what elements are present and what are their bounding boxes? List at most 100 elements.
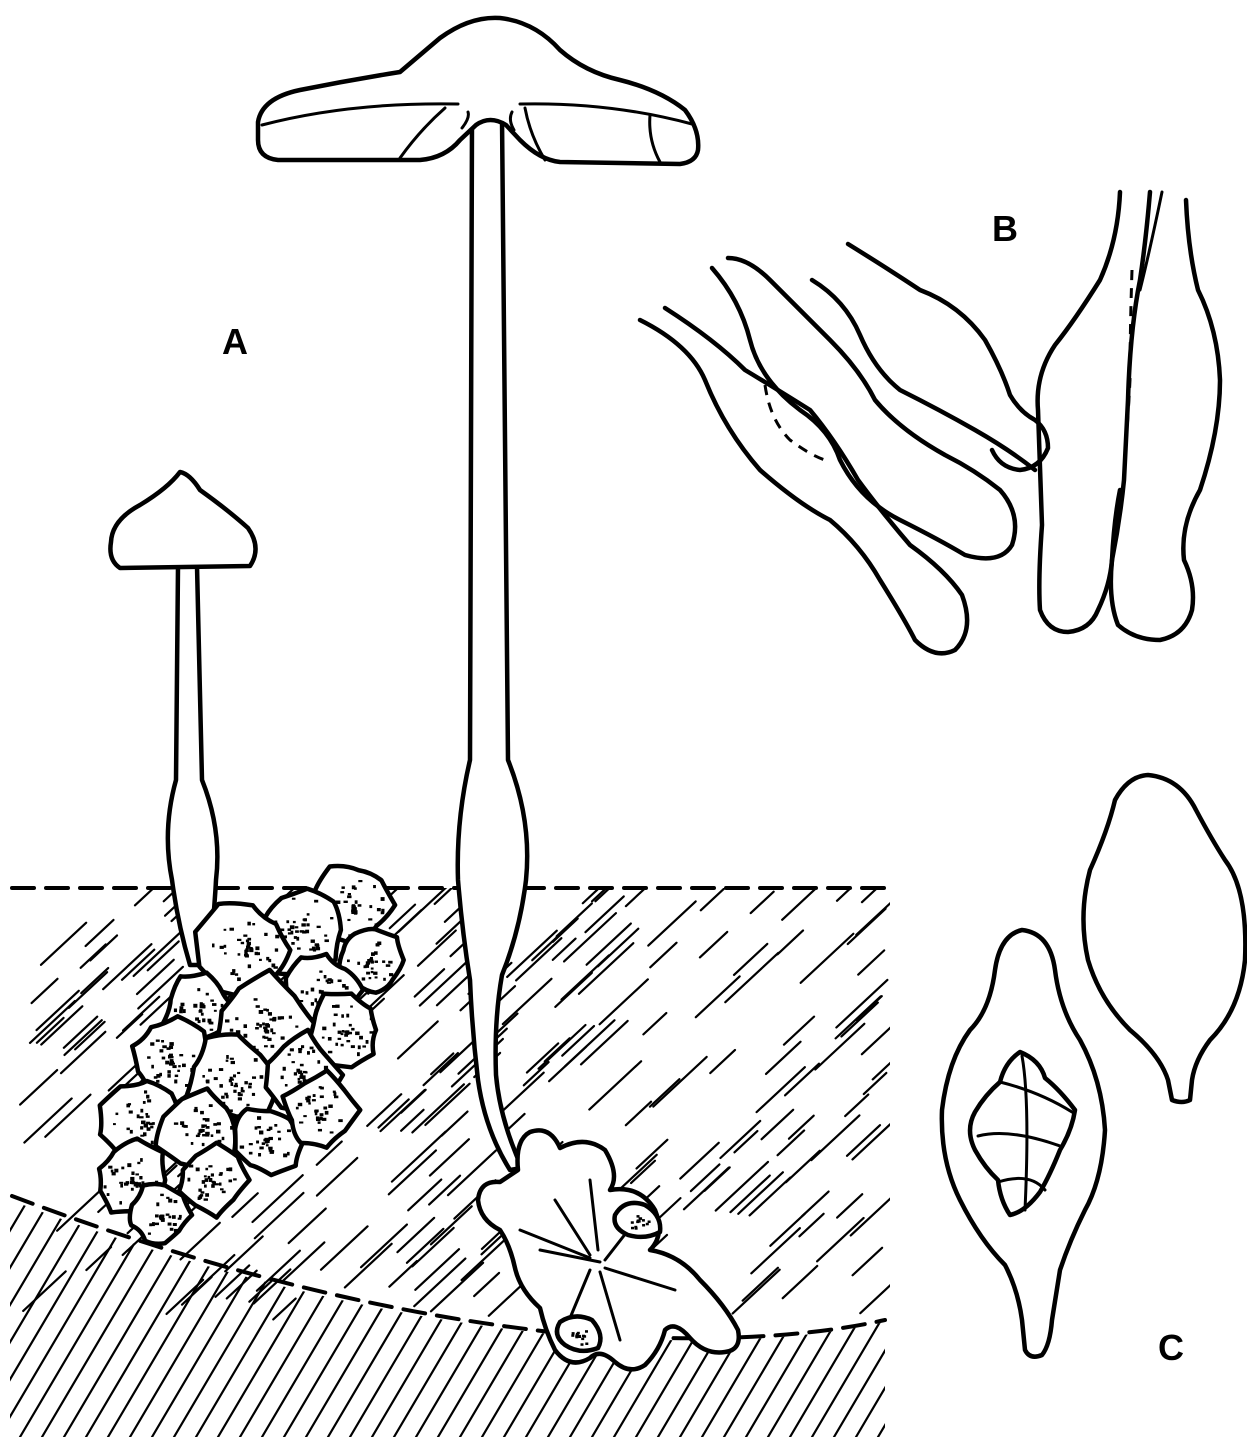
speckle-dot	[348, 1032, 352, 1035]
hatch-stroke	[425, 1084, 469, 1125]
speckle-dot	[215, 1183, 219, 1185]
speckle-dot	[201, 1013, 204, 1016]
hatch-stroke	[650, 1079, 680, 1107]
hatch-stroke	[137, 960, 174, 994]
hatch-stroke	[786, 1151, 820, 1182]
hatch-stroke	[837, 871, 869, 901]
hatch-stroke	[524, 1062, 549, 1085]
speckle-dot	[198, 1020, 201, 1023]
speckle-dot	[161, 1215, 165, 1217]
panel-a-habit-drawing: A	[0, 18, 1018, 1437]
speckle-dot	[267, 1038, 271, 1041]
speckle-dot	[303, 1115, 306, 1117]
speckle-dot	[131, 1172, 134, 1175]
speckle-dot	[370, 1018, 373, 1021]
speckle-dot	[212, 944, 215, 948]
speckle-dot	[230, 928, 234, 931]
speckle-dot	[202, 1018, 205, 1022]
speckle-dot	[107, 1193, 110, 1196]
speckle-dot	[259, 959, 262, 961]
speckle-dot	[311, 940, 315, 943]
speckle-dot	[638, 1220, 641, 1223]
speckle-dot	[113, 1123, 116, 1125]
speckle-dot	[226, 1095, 229, 1099]
speckle-dot	[154, 1076, 158, 1079]
hatch-stroke	[700, 932, 727, 957]
speckle-dot	[314, 900, 318, 903]
speckle-dot	[201, 1191, 205, 1193]
speckle-dot	[318, 1121, 321, 1123]
speckle-dot	[312, 1099, 316, 1101]
speckle-dot	[341, 1014, 344, 1017]
speckle-dot	[288, 1053, 291, 1055]
speckle-dot	[298, 1070, 302, 1074]
soil-stroke	[174, 1200, 314, 1437]
speckle-dot	[278, 1138, 281, 1141]
speckle-dot	[351, 1028, 354, 1031]
speckle-dot	[205, 1134, 209, 1137]
speckle-dot	[230, 1058, 234, 1060]
hatch-stroke	[148, 941, 179, 970]
speckle-dot	[313, 1094, 316, 1097]
hatch-stroke	[716, 1162, 768, 1211]
speckle-dot	[328, 978, 332, 981]
hatch-stroke	[799, 1214, 823, 1237]
speckle-dot	[266, 957, 269, 961]
speckle-dot	[230, 1126, 233, 1130]
speckle-dot	[169, 1062, 173, 1065]
speckle-dot	[241, 942, 244, 944]
hatch-stroke	[650, 943, 676, 968]
speckle-dot	[382, 960, 385, 963]
speckle-dot	[256, 1023, 259, 1026]
cystidium-outline	[1038, 192, 1120, 632]
speckle-dot	[169, 1216, 172, 1219]
hatch-stroke	[782, 879, 826, 920]
hatch-stroke	[401, 1110, 424, 1131]
speckle-dot	[167, 1074, 170, 1078]
speckle-dot	[255, 946, 259, 950]
speckle-dot	[224, 929, 227, 931]
speckle-dot	[577, 1332, 580, 1335]
speckle-dot	[318, 1129, 322, 1132]
speckle-dot	[303, 918, 306, 921]
hatch-stroke	[579, 943, 633, 994]
speckle-dot	[386, 964, 390, 967]
soil-stroke	[790, 1200, 930, 1437]
speckle-dot	[275, 948, 278, 951]
soil-stroke	[724, 1200, 864, 1437]
speckle-dot	[245, 953, 248, 955]
speckle-dot	[371, 971, 374, 973]
speckle-dot	[168, 1199, 172, 1203]
speckle-dot	[219, 1084, 223, 1088]
hatch-stroke	[407, 1229, 443, 1263]
speckle-dot	[342, 886, 345, 889]
speckle-dot	[362, 977, 365, 980]
panel-b-cheilocystidia: B	[640, 192, 1220, 653]
hatch-stroke	[565, 1020, 615, 1066]
hatch-stroke	[545, 1038, 570, 1061]
speckle-dot	[320, 1095, 324, 1098]
speckle-dot	[162, 1057, 166, 1060]
speckle-dot	[233, 1090, 236, 1093]
hatch-stroke	[389, 1150, 436, 1194]
speckle-dot	[238, 1093, 242, 1096]
speckle-dot	[139, 1176, 142, 1179]
speckle-dot	[330, 1131, 334, 1133]
speckle-dot	[240, 1146, 244, 1149]
speckle-dot	[230, 1029, 233, 1032]
speckle-dot	[201, 1124, 204, 1128]
hatch-stroke	[81, 944, 106, 967]
speckle-dot	[301, 1045, 304, 1048]
speckle-dot	[160, 1194, 164, 1196]
speckle-dot	[116, 1113, 119, 1115]
speckle-dot	[354, 887, 357, 890]
speckle-dot	[173, 1223, 177, 1226]
speckle-dot	[637, 1215, 640, 1218]
speckle-dot	[338, 1038, 342, 1040]
speckle-dot	[179, 1215, 182, 1218]
speckle-dot	[248, 964, 251, 968]
speckle-dot	[216, 1130, 220, 1134]
speckle-dot	[271, 1150, 274, 1153]
speckle-dot	[306, 991, 309, 995]
hatch-stroke	[32, 979, 58, 1003]
